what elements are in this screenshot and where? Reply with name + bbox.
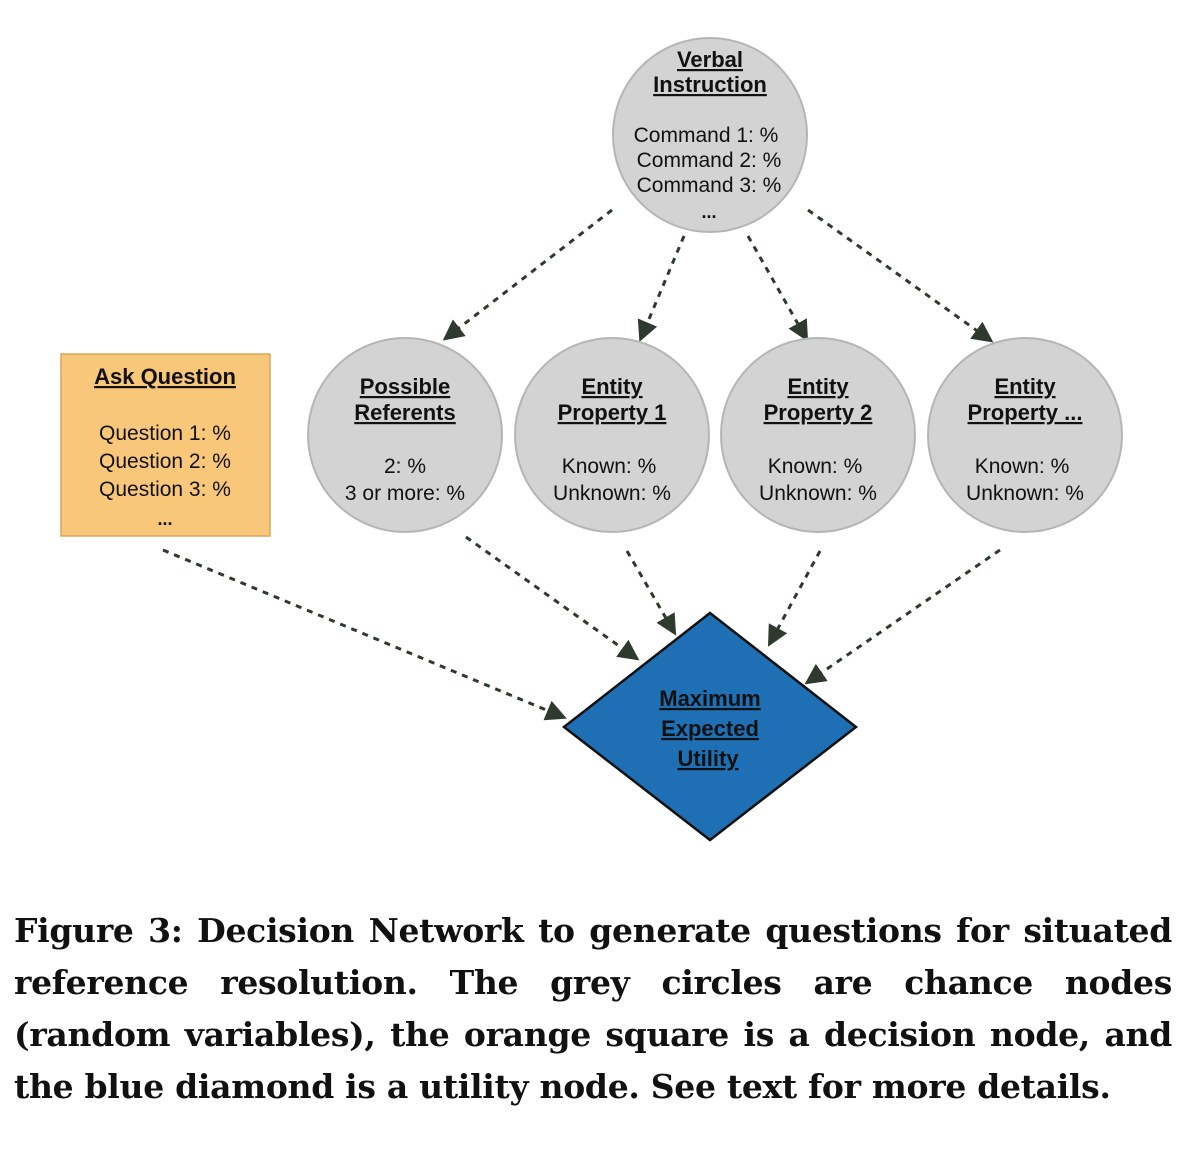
property2-known: Known: %: [768, 455, 863, 478]
edge-verbal-to-property2: [746, 235, 809, 342]
edge-verbal-to-property1: [637, 235, 686, 342]
property-more-title-line-2: Property ...: [968, 400, 1083, 425]
entity-property-more-node: Entity Property ... Known: % Unknown: %: [927, 337, 1123, 533]
referents-line-1: 2: %: [384, 455, 426, 478]
referents-line-2: 3 or more: %: [345, 482, 465, 505]
property-more-known: Known: %: [975, 455, 1070, 478]
question-ellipsis: ...: [157, 509, 172, 529]
entity-property-2-node: Entity Property 2 Known: % Unknown: %: [720, 337, 916, 533]
verbal-title-line-2: Instruction: [653, 72, 767, 97]
verbal-instruction-node: Verbal Instruction Command 1: % Command …: [612, 37, 808, 233]
utility-title-line-2: Expected: [661, 716, 759, 741]
edge-property1-to-utility: [625, 550, 677, 636]
figure-caption: Figure 3: Decision Network to generate q…: [14, 911, 1172, 1106]
question-line-2: Question 2: %: [99, 450, 231, 473]
edge-property2-to-utility: [767, 550, 822, 647]
property1-unknown: Unknown: %: [553, 482, 671, 505]
ask-question-node: Ask Question Question 1: % Question 2: %…: [60, 353, 271, 537]
property2-title-line-1: Entity: [787, 374, 849, 399]
maximum-expected-utility-node: Maximum Expected Utility: [561, 611, 859, 842]
ask-question-title: Ask Question: [94, 364, 236, 389]
property1-title-line-2: Property 1: [558, 400, 667, 425]
edge-referents-to-utility: [465, 535, 640, 661]
property2-title-line-2: Property 2: [764, 400, 873, 425]
verbal-command-2: Command 2: %: [637, 149, 782, 172]
verbal-ellipsis: ...: [701, 202, 716, 222]
property-more-unknown: Unknown: %: [966, 482, 1084, 505]
edge-verbal-to-referents: [442, 208, 613, 341]
verbal-title-line-1: Verbal: [677, 47, 743, 72]
edge-question-to-utility: [162, 548, 567, 721]
utility-title-line-1: Maximum: [659, 686, 760, 711]
referents-title-line-1: Possible: [360, 374, 450, 399]
property1-title-line-1: Entity: [581, 374, 643, 399]
verbal-command-3: Command 3: %: [637, 174, 782, 197]
edges: [162, 208, 1001, 721]
question-line-3: Question 3: %: [99, 478, 231, 501]
property2-unknown: Unknown: %: [759, 482, 877, 505]
decision-network-diagram: Verbal Instruction Command 1: % Command …: [60, 37, 1123, 842]
property-more-title-line-1: Entity: [994, 374, 1056, 399]
verbal-command-1: Command 1: %: [634, 124, 779, 147]
possible-referents-node: Possible Referents 2: % 3 or more: %: [307, 337, 503, 533]
referents-title-line-2: Referents: [354, 400, 455, 425]
entity-property-1-node: Entity Property 1 Known: % Unknown: %: [514, 337, 710, 533]
property1-known: Known: %: [562, 455, 657, 478]
edge-property-more-to-utility: [804, 548, 1001, 685]
utility-title-line-3: Utility: [677, 746, 739, 771]
question-line-1: Question 1: %: [99, 422, 231, 445]
edge-verbal-to-property-more: [807, 208, 994, 343]
